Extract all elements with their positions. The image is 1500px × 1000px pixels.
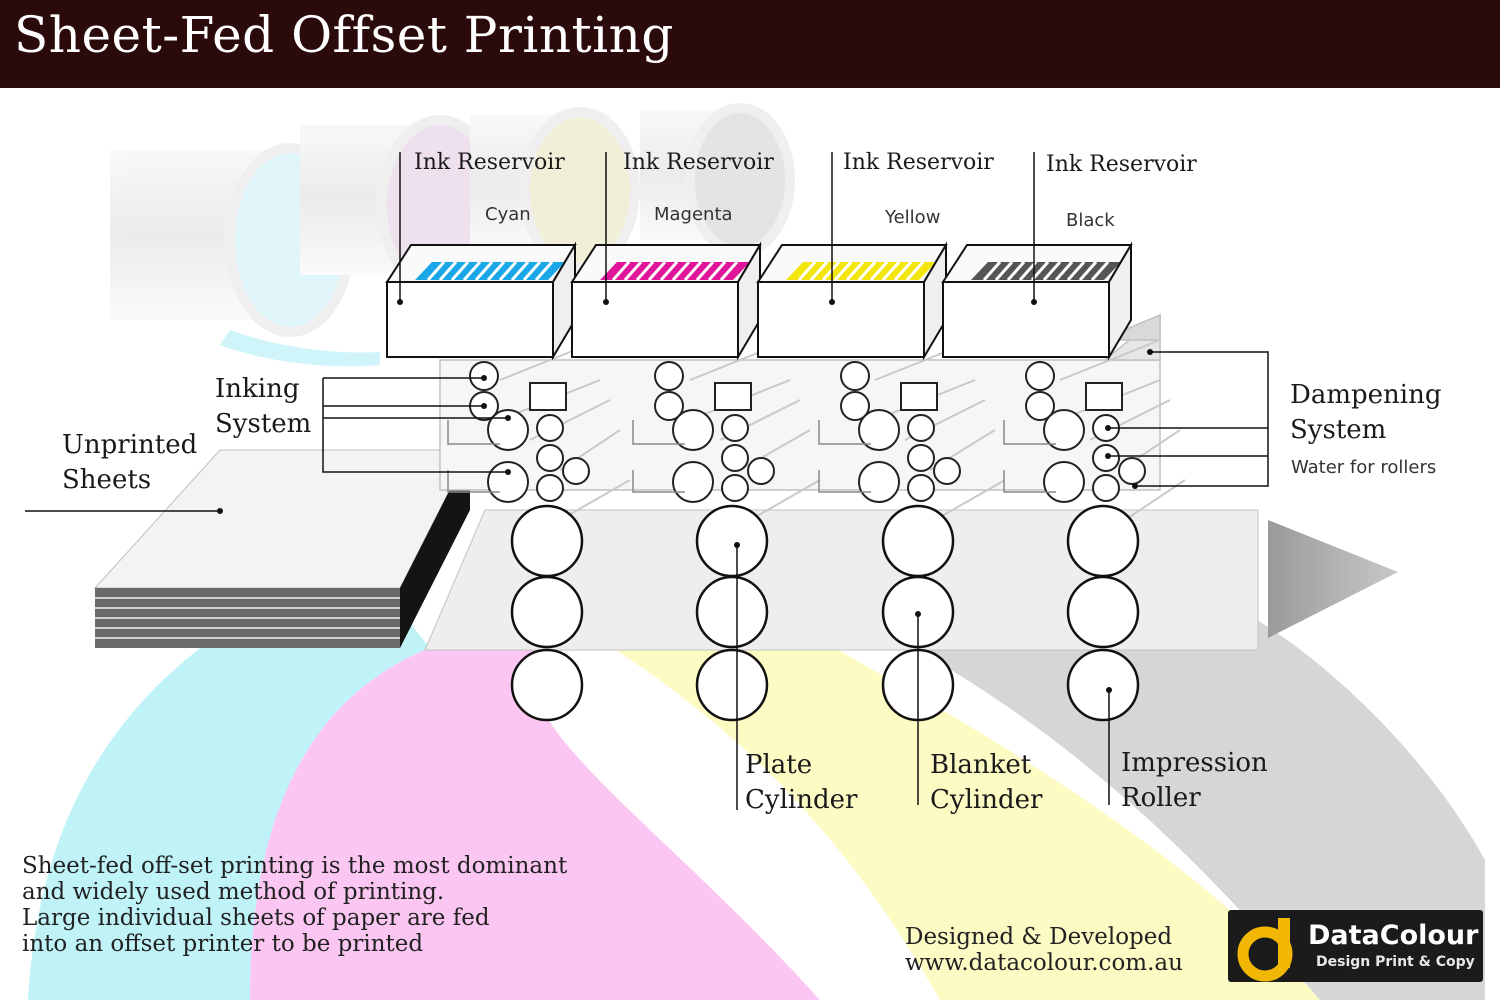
ink-stripes [426, 261, 1110, 281]
description-text: Sheet-fed off-set printing is the most d… [22, 853, 567, 957]
background-rolls [110, 103, 795, 367]
exit-arrow [1268, 520, 1398, 638]
roller-shafts [439, 313, 1186, 521]
inking-system-label: Inking System [215, 374, 312, 439]
reservoir-color-magenta: Magenta [654, 204, 733, 225]
plate-cylinder-label: Plate Cylinder [745, 750, 858, 815]
reservoir-color-black: Black [1066, 210, 1115, 231]
grey-band [900, 610, 1485, 1000]
unprinted-sheets-label: Unprinted Sheets [62, 430, 198, 495]
logo-name: DataColour [1308, 920, 1479, 951]
description-line: Large individual sheets of paper are fed [22, 905, 490, 931]
datacolour-logo[interactable]: DataColour Design Print & Copy [1228, 910, 1483, 982]
cyan-band [28, 560, 430, 1000]
reservoir-color-cyan: Cyan [485, 204, 531, 225]
description-line: into an offset printer to be printed [22, 931, 424, 957]
reservoir-label-cyan: Ink Reservoir [414, 150, 565, 175]
reservoir-color-yellow: Yellow [885, 207, 941, 228]
logo-tagline: Design Print & Copy [1316, 954, 1475, 970]
unprinted-sheets-stack [93, 449, 471, 648]
reservoir-label-magenta: Ink Reservoir [623, 150, 774, 175]
reservoir-label-black: Ink Reservoir [1046, 152, 1197, 177]
paper-path [424, 509, 1259, 651]
leader-lines [25, 152, 1269, 810]
credit-line: Designed & Developed [905, 924, 1173, 950]
credit-url[interactable]: www.datacolour.com.au [905, 950, 1183, 976]
title-bar: Sheet-Fed Offset Printing [0, 0, 1500, 84]
logo-d-icon [1237, 918, 1293, 982]
description-line: Sheet-fed off-set printing is the most d… [22, 853, 568, 879]
yellow-band [600, 640, 1320, 1000]
unit-cyan [385, 241, 590, 722]
dampening-system-label: Dampening System [1290, 380, 1442, 445]
impression-roller-label: Impression Roller [1121, 748, 1268, 813]
blanket-cylinder-label: Blanket Cylinder [930, 750, 1043, 815]
reservoir-label-yellow: Ink Reservoir [843, 150, 994, 175]
description-line: and widely used method of printing. [22, 879, 445, 905]
credit-text: Designed & Developed www.datacolour.com.… [905, 924, 1183, 976]
page-title: Sheet-Fed Offset Printing [14, 6, 674, 64]
leader-dots [217, 299, 1153, 693]
water-for-rollers-label: Water for rollers [1291, 457, 1437, 478]
magenta-band [250, 630, 820, 1000]
